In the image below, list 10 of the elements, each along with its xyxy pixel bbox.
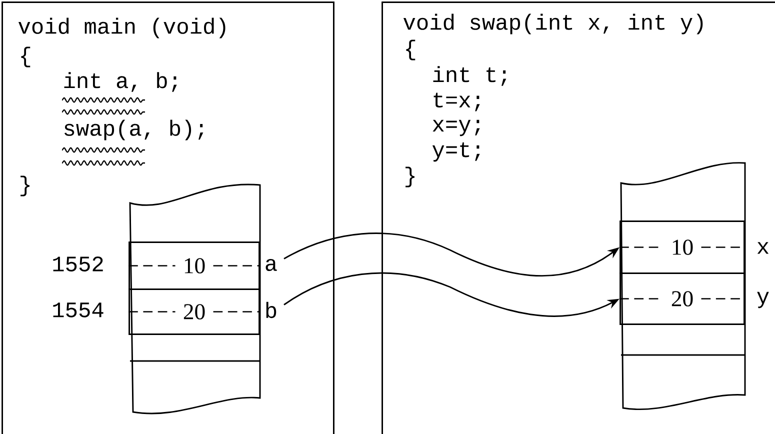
memory-cell: 10 (618, 220, 746, 274)
memory-cell: 20 (128, 288, 261, 335)
cell-label: 1552 (53, 256, 103, 272)
cell-label: x (757, 242, 769, 254)
cell-label: y (757, 292, 769, 308)
cell-label: a (266, 258, 277, 271)
memory-cell: 10 (128, 242, 261, 290)
memory-cell: 20 (618, 272, 746, 325)
cell-label: b (266, 302, 276, 318)
cell-label: 1554 (53, 302, 104, 318)
